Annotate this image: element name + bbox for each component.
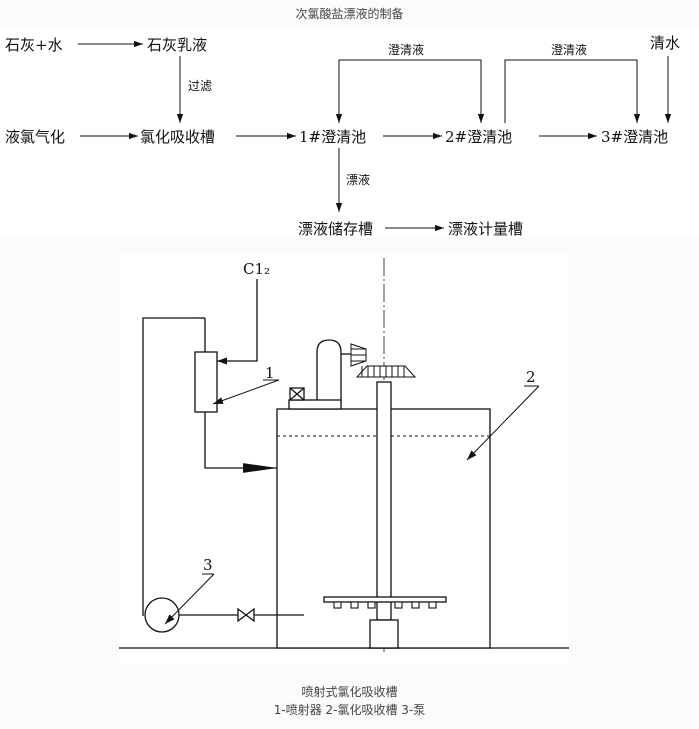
impeller-bar (323, 596, 447, 603)
process-flow-diagram: 石灰+水 石灰乳液 液氯气化 氯化吸收槽 1#澄清池 2#澄清池 3#澄清池 清… (0, 26, 699, 238)
ejector (194, 351, 218, 413)
motor-pipe (316, 339, 342, 406)
loop-clear-liquid-1 (338, 59, 485, 123)
label-clear-liquid-1: 澄清液 (388, 42, 424, 57)
node-lime-water: 石灰+水 (5, 36, 63, 54)
node-storage-tank: 漂液储存槽 (298, 220, 373, 238)
label-cl2: C1₂ (243, 260, 270, 278)
label-part-2: 2 (526, 368, 536, 386)
label-bleach: 漂液 (346, 172, 370, 187)
label-part-3: 3 (203, 556, 213, 574)
label-clear-liquid-2: 澄清液 (551, 42, 587, 57)
loop-clear-liquid-2 (504, 59, 641, 123)
bottom-bearing (369, 619, 399, 649)
flow-title: 次氯酸盐漂液的制备 (295, 7, 404, 21)
node-absorb-tank: 氯化吸收槽 (140, 128, 215, 146)
label-part-1: 1 (265, 364, 275, 382)
node-metering-tank: 漂液计量槽 (448, 220, 523, 238)
bevel-gear (350, 343, 417, 378)
node-clear-water: 清水 (650, 34, 680, 52)
chlorine-inlet-pipe (217, 279, 258, 365)
leader-1 (212, 379, 280, 405)
node-clarifier-2: 2#澄清池 (445, 128, 512, 146)
ejector-outlet-pipe (204, 412, 277, 473)
recirculation-pipe (142, 317, 195, 616)
motor-base (288, 399, 342, 410)
equipment-drawing: C1₂ 1 2 3 (119, 254, 569, 664)
agitator-shaft (376, 381, 392, 621)
node-liquid-chlorine: 液氯气化 (5, 128, 65, 146)
node-clarifier-3: 3#澄清池 (601, 128, 668, 146)
figure-title: 喷射式氯化吸收槽 (301, 685, 398, 699)
impeller-blades (333, 601, 437, 609)
leader-3 (164, 573, 215, 625)
label-filter: 过滤 (188, 79, 212, 93)
node-lime-milk: 石灰乳液 (147, 36, 207, 54)
figure-legend: 1-喷射器 2-氯化吸收槽 3-泵 (273, 703, 426, 717)
leader-2 (466, 385, 540, 461)
node-clarifier-1: 1#澄清池 (299, 128, 366, 146)
valve-icon (237, 607, 255, 623)
